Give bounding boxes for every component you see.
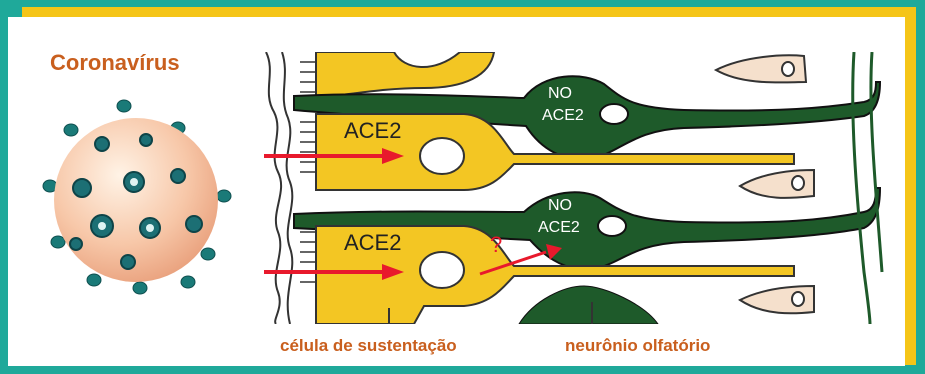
mucosal-border [264,52,316,324]
no-ace2-label-line2: ACE2 [542,107,584,124]
support-cell-caption: célula de sustentação [280,336,457,356]
coronavirus-particle-icon [28,92,250,302]
olfactory-epithelium-diagram: ACE2 ACE2 NO ACE2 NO ACE2 ? [264,52,886,324]
no-ace2-label-line2: ACE2 [538,219,580,236]
question-mark: ? [490,232,502,257]
virus-title: Coronavírus [50,50,180,76]
ace2-label: ACE2 [344,118,401,143]
no-ace2-label-line1: NO [548,197,572,214]
ace2-label: ACE2 [344,230,401,255]
no-ace2-label-line1: NO [548,85,572,102]
olfactory-neuron-caption: neurônio olfatório [565,336,710,356]
